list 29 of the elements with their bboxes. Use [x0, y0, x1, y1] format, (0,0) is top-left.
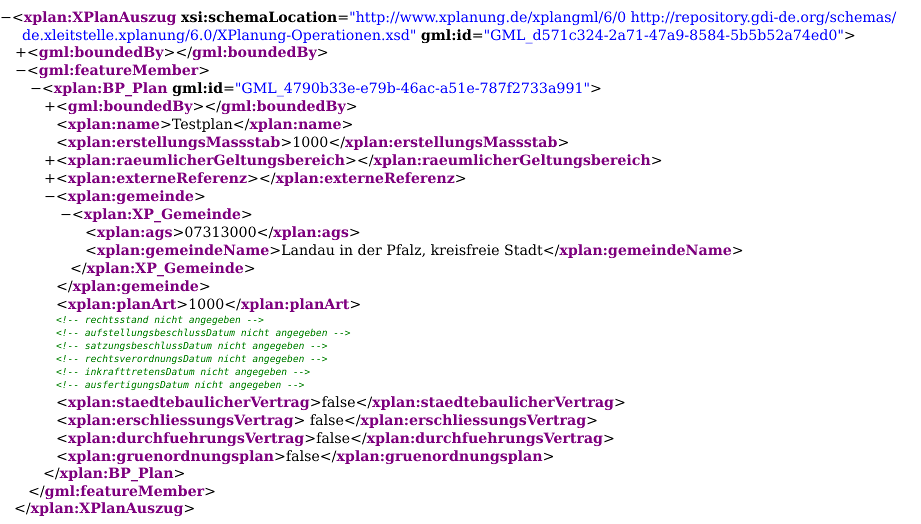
xml-line: +<xplan:raeumlicherGeltungsbereich></xplan:raeumlicherGeltungsbereich> [44, 152, 663, 170]
xml-line: <xplan:staedtebaulicherVertrag>false</xplan:staedtebaulicherVertrag> [56, 394, 626, 412]
xml-line: +<xplan:externeReferenz></xplan:externeReferenz> [44, 170, 467, 188]
xml-comment: <!-- rechtsstand nicht angegeben --> [56, 315, 264, 327]
xml-line: <xplan:gruenordnungsplan>false</xplan:gruenordnungsplan> [56, 448, 554, 466]
xml-line: −<xplan:XP_Gemeinde> [60, 206, 253, 224]
xml-line: −<xplan:BP_Plan gml:id="GML_4790b33e-e79b-46ac-a51e-787f2733a991"> [30, 80, 602, 98]
xml-comment: <!-- ausfertigungsDatum nicht angegeben --> [56, 380, 304, 392]
xml-line: <xplan:ags>07313000</xplan:ags> [85, 224, 361, 242]
xml-line: <xplan:planArt>1000</xplan:planArt> [56, 296, 362, 314]
xml-line: <xplan:erstellungsMassstab>1000</xplan:erstellungsMassstab> [56, 134, 570, 152]
xml-comment: <!-- rechtsverordnungsDatum nicht angegeben --> [56, 354, 328, 366]
xml-line: </xplan:gemeinde> [56, 278, 211, 296]
xml-comment: <!-- satzungsbeschlussDatum nicht angegeben --> [56, 341, 328, 353]
xml-line: −<xplan:gemeinde> [44, 188, 206, 206]
xml-line: −<gml:featureMember> [15, 62, 210, 80]
xml-line: +<gml:boundedBy></gml:boundedBy> [44, 98, 358, 116]
xml-line: </xplan:XP_Gemeinde> [70, 260, 256, 278]
xml-line: </xplan:BP_Plan> [43, 465, 186, 483]
xml-line: <xplan:gemeindeName>Landau in der Pfalz, kreisfreie Stadt</xplan:gemeindeName> [85, 242, 744, 260]
xml-line: <xplan:name>Testplan</xplan:name> [56, 116, 354, 134]
xml-line: −<xplan:XPlanAuszug xsi:schemaLocation="http://www.xplanung.de/xplangml/6/0 http://repository.gdi-de.org/schemas/de.xleitstelle.xplanung/6.0/XPlanung-Operationen.xsd" gml:id="GML_d571c324-2a71-47a9-8584-5b5b52a74ed0"> [0, 9, 898, 45]
xml-comment: <!-- inkrafttretensDatum nicht angegeben --> [56, 367, 310, 379]
xml-line: </gml:featureMember> [28, 483, 216, 501]
xml-comment: <!-- aufstellungsbeschlussDatum nicht angegeben --> [56, 328, 351, 340]
xml-line: +<gml:boundedBy></gml:boundedBy> [15, 44, 329, 62]
xml-line: <xplan:erschliessungsVertrag> false</xplan:erschliessungsVertrag> [56, 412, 598, 430]
xml-line: </xplan:XPlanAuszug> [14, 500, 196, 518]
xml-line: <xplan:durchfuehrungsVertrag>false</xplan:durchfuehrungsVertrag> [56, 430, 615, 448]
